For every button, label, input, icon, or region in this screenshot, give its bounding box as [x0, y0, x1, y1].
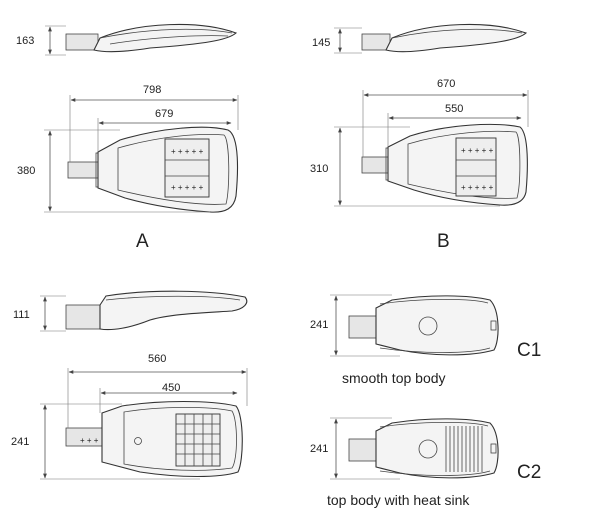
c2-width-label: 241: [310, 443, 328, 455]
a-width-label: 380: [17, 165, 35, 177]
variant-a-label: A: [136, 231, 149, 252]
variant-b-side-view: [334, 23, 528, 54]
b-side-height-label: 145: [312, 37, 330, 49]
svg-text:+ + + + +: + + + + +: [171, 183, 204, 192]
variant-c-top-view: + + +: [40, 368, 248, 480]
variant-c1-top-view: [330, 294, 499, 357]
a-body-length-label: 679: [155, 108, 173, 120]
c1-width-label: 241: [310, 319, 328, 331]
variant-a-top-view: + + + + + + + + + +: [44, 95, 239, 213]
c-total-length-label: 560: [148, 353, 166, 365]
b-width-label: 310: [310, 163, 328, 175]
variant-c2-label: C2: [517, 462, 541, 483]
variant-b-top-view: + + + + + + + + + +: [334, 90, 529, 207]
variant-c1-label: C1: [517, 340, 541, 361]
svg-text:+ + + + +: + + + + +: [461, 146, 494, 155]
b-total-length-label: 670: [437, 78, 455, 90]
c-side-height-label: 111: [13, 309, 30, 321]
variant-a-side-view: [45, 23, 238, 56]
variant-c-side-view: [40, 290, 248, 332]
c1-caption: smooth top body: [342, 370, 446, 386]
b-body-length-label: 550: [445, 103, 463, 115]
svg-text:+ + + + +: + + + + +: [461, 183, 494, 192]
c2-caption: top body with heat sink: [327, 492, 470, 508]
c-width-label: 241: [11, 436, 29, 448]
a-total-length-label: 798: [143, 84, 161, 96]
svg-text:+ + + + +: + + + + +: [171, 147, 204, 156]
c-body-length-label: 450: [162, 382, 180, 394]
variant-c2-top-view: [330, 417, 499, 480]
variant-b-label: B: [437, 231, 450, 252]
a-side-height-label: 163: [16, 35, 34, 47]
svg-text:+ + +: + + +: [80, 436, 99, 445]
